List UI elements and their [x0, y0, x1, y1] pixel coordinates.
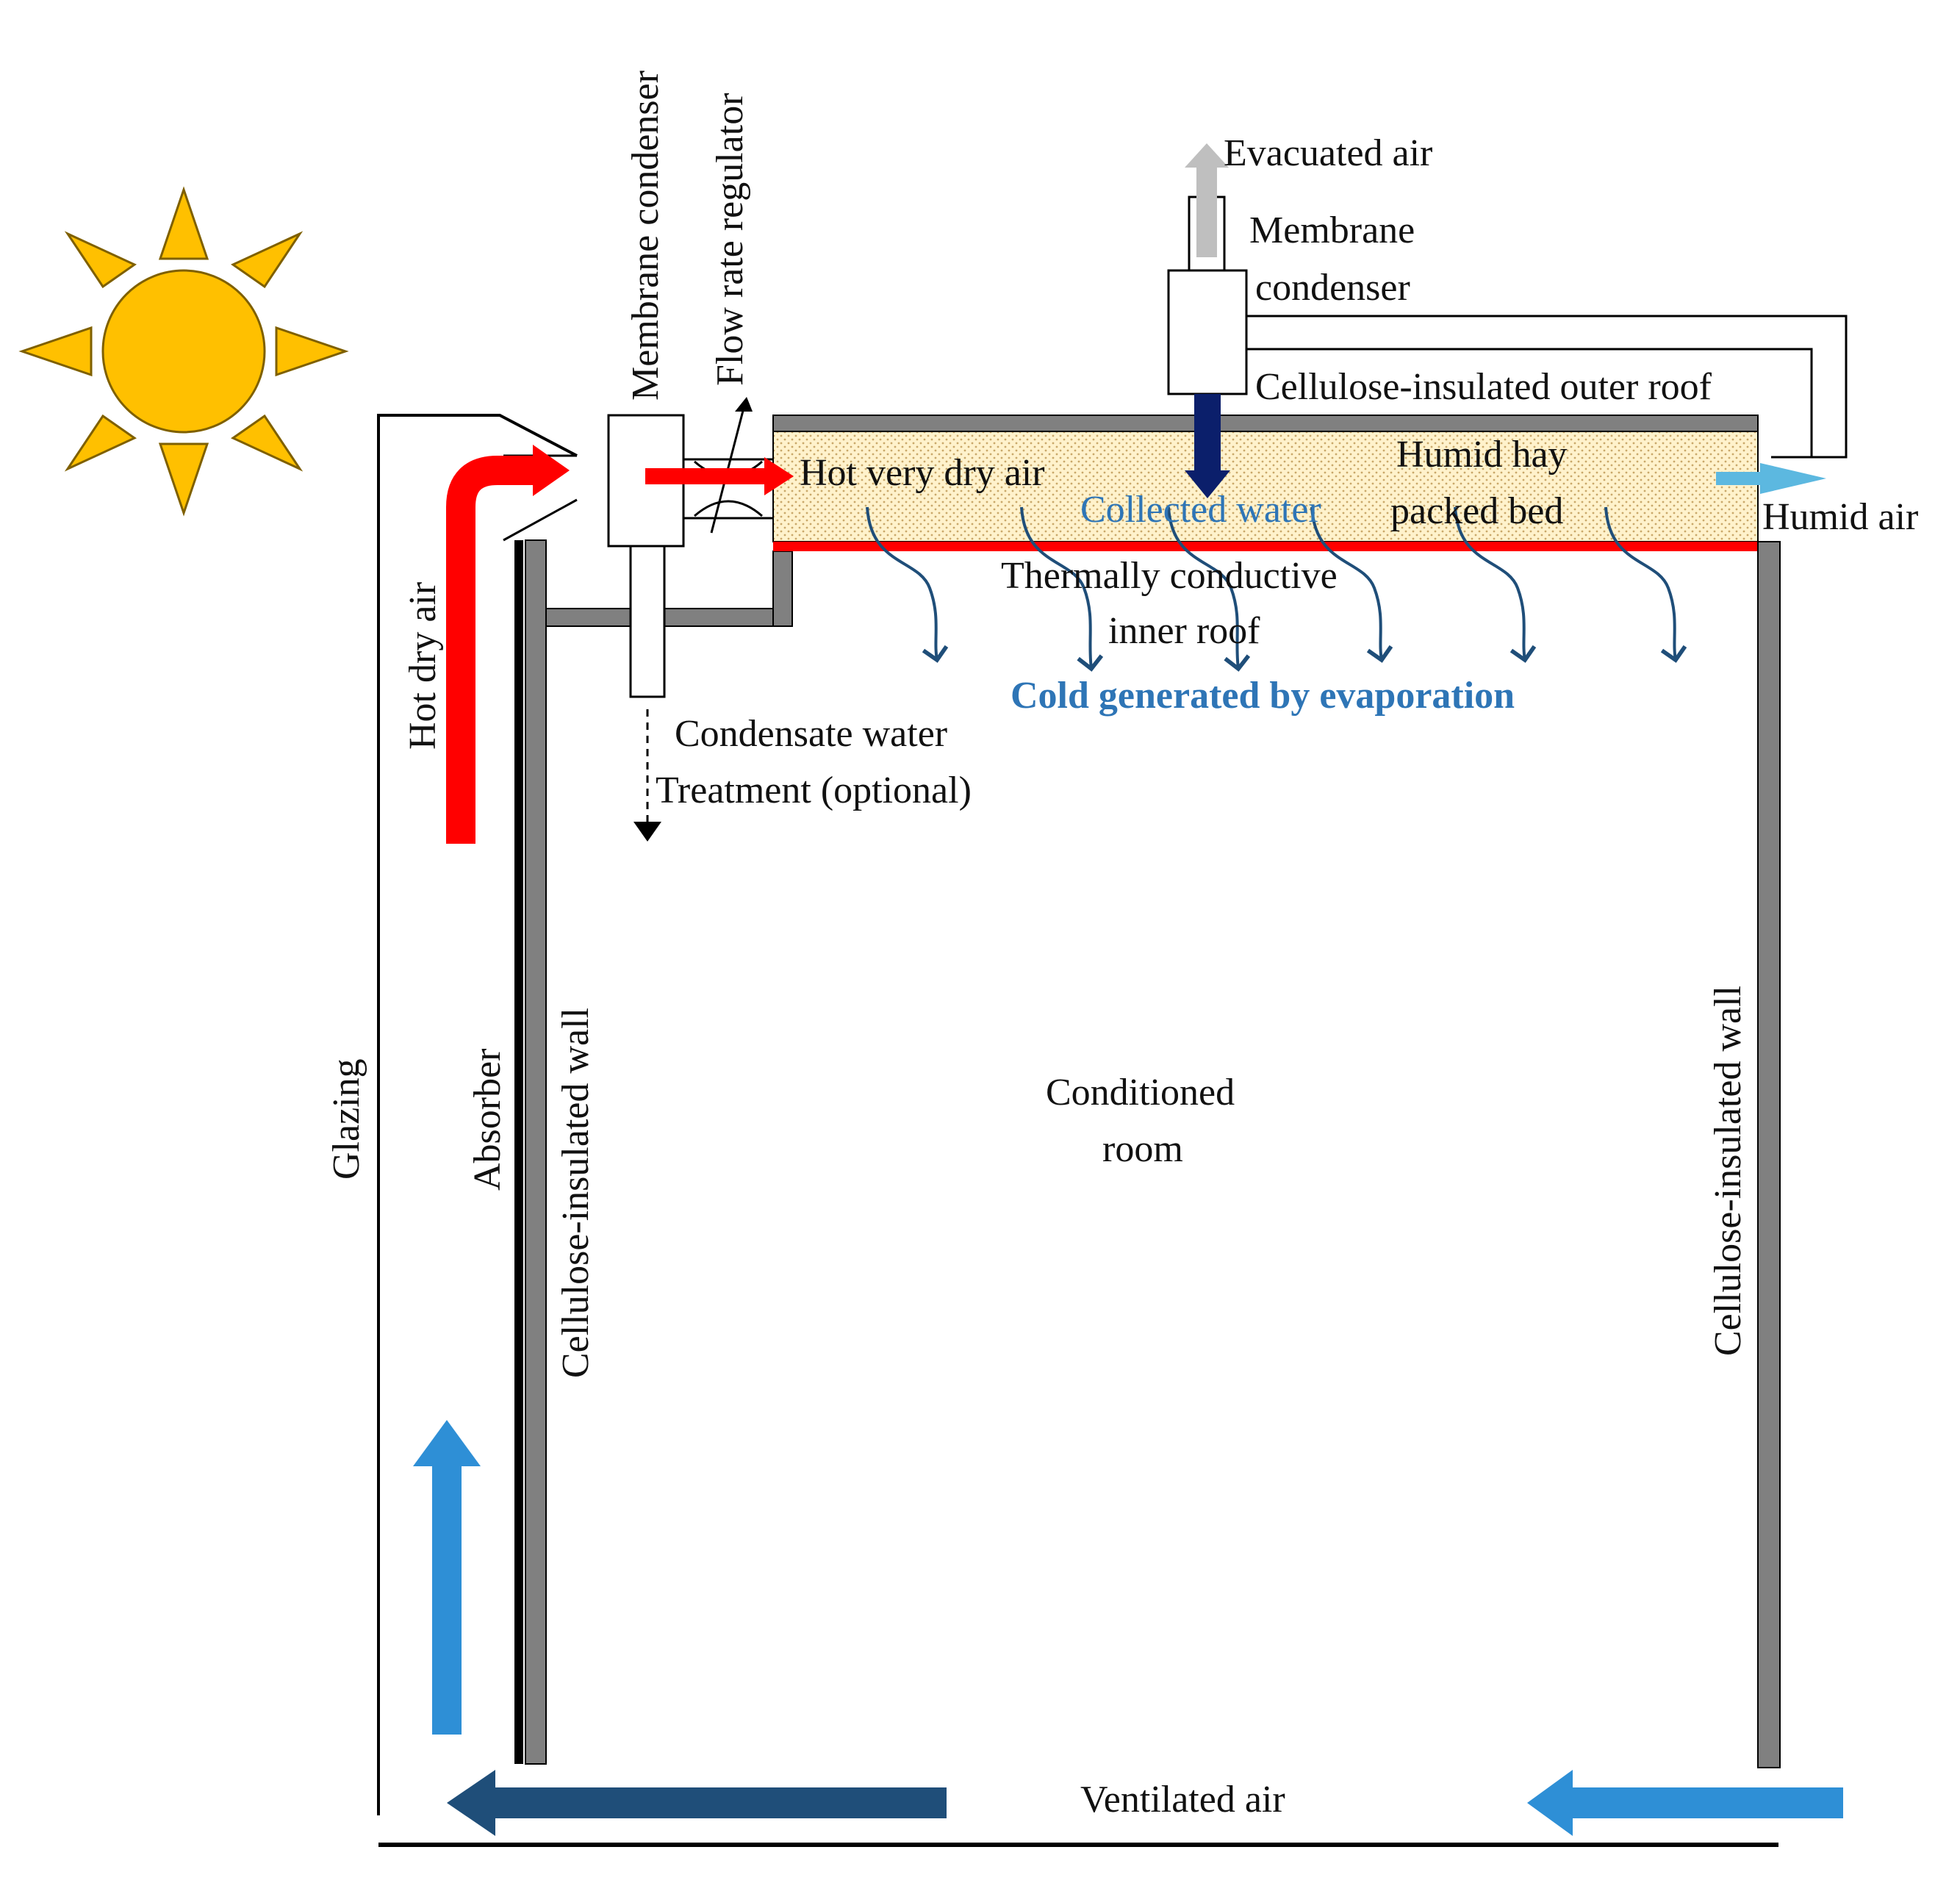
label-condensate-water: Condensate water — [675, 713, 947, 755]
glazing — [377, 414, 578, 1815]
wall-roof-connector-vertical — [772, 550, 793, 627]
label-flow-rate-regulator: Flow rate regulator — [709, 93, 751, 386]
outer-roof — [772, 415, 1759, 432]
label-hot-dry-air: Hot dry air — [402, 582, 444, 750]
label-hot-very-dry-air: Hot very dry air — [800, 452, 1045, 494]
inner-roof — [773, 542, 1758, 551]
label-ventilated-air: Ventilated air — [1080, 1779, 1285, 1821]
evacuated-air-arrowhead — [1185, 143, 1229, 168]
label-glazing: Glazing — [326, 1058, 367, 1180]
humid-hay-packed-bed — [772, 431, 1759, 542]
label-conditioned-room-2: room — [1102, 1128, 1183, 1170]
right-wall — [1757, 541, 1781, 1768]
label-outer-roof: Cellulose-insulated outer roof — [1255, 366, 1712, 408]
humid-air-arrowhead — [1760, 463, 1826, 494]
flow-rate-regulator — [683, 397, 773, 534]
humid-air-arrow — [1716, 472, 1760, 485]
ventilated-air-arrow-right — [1571, 1787, 1843, 1818]
hot-dry-air-arrowhead — [533, 445, 570, 496]
label-membrane-top-1: Membrane — [1249, 209, 1415, 251]
rising-air-arrowhead — [413, 1420, 481, 1466]
label-membrane-condenser-left: Membrane condenser — [625, 71, 667, 401]
hot-very-dry-air-arrow — [645, 468, 770, 484]
ventilated-air-arrowhead-left — [447, 1770, 495, 1836]
collected-water-pipe — [1194, 394, 1221, 478]
label-wall-left: Cellulose-insulated wall — [555, 1008, 597, 1378]
label-membrane-top-2: condenser — [1255, 267, 1410, 309]
label-inner-roof-2: inner roof — [1108, 610, 1260, 652]
recirculation-duct — [1246, 315, 1848, 459]
hot-very-dry-air-arrowhead — [764, 457, 794, 495]
label-inner-roof-1: Thermally conductive — [1001, 555, 1338, 597]
absorber — [514, 540, 523, 1764]
ventilated-air-arrow-left — [494, 1787, 947, 1818]
label-absorber: Absorber — [467, 1048, 509, 1191]
wall-roof-connector-horizontal — [545, 608, 793, 627]
label-cold-generated: Cold generated by evaporation — [1010, 675, 1515, 717]
membrane-condenser-top — [1167, 269, 1248, 395]
rising-air-arrow — [432, 1465, 462, 1735]
left-wall — [525, 539, 547, 1765]
ventilated-air-arrowhead-right — [1527, 1770, 1573, 1836]
label-humid-hay-1: Humid hay — [1396, 434, 1568, 476]
evaporation-arrows — [866, 506, 1687, 672]
label-humid-air: Humid air — [1762, 496, 1918, 538]
label-humid-hay-2: packed bed — [1390, 490, 1563, 532]
label-treatment: Treatment (optional) — [656, 770, 972, 811]
condensate-pipe — [629, 545, 666, 698]
sun-icon — [18, 186, 349, 517]
label-evacuated-air: Evacuated air — [1224, 132, 1432, 174]
condensate-arrowhead — [633, 822, 661, 842]
hot-dry-air-arrow — [446, 456, 533, 844]
label-wall-right: Cellulose-insulated wall — [1707, 986, 1749, 1356]
label-conditioned-room-1: Conditioned — [1046, 1072, 1235, 1113]
collected-water-arrowhead — [1185, 470, 1230, 498]
label-collected-water: Collected water — [1080, 489, 1321, 531]
evacuated-air-shaft — [1196, 165, 1217, 257]
